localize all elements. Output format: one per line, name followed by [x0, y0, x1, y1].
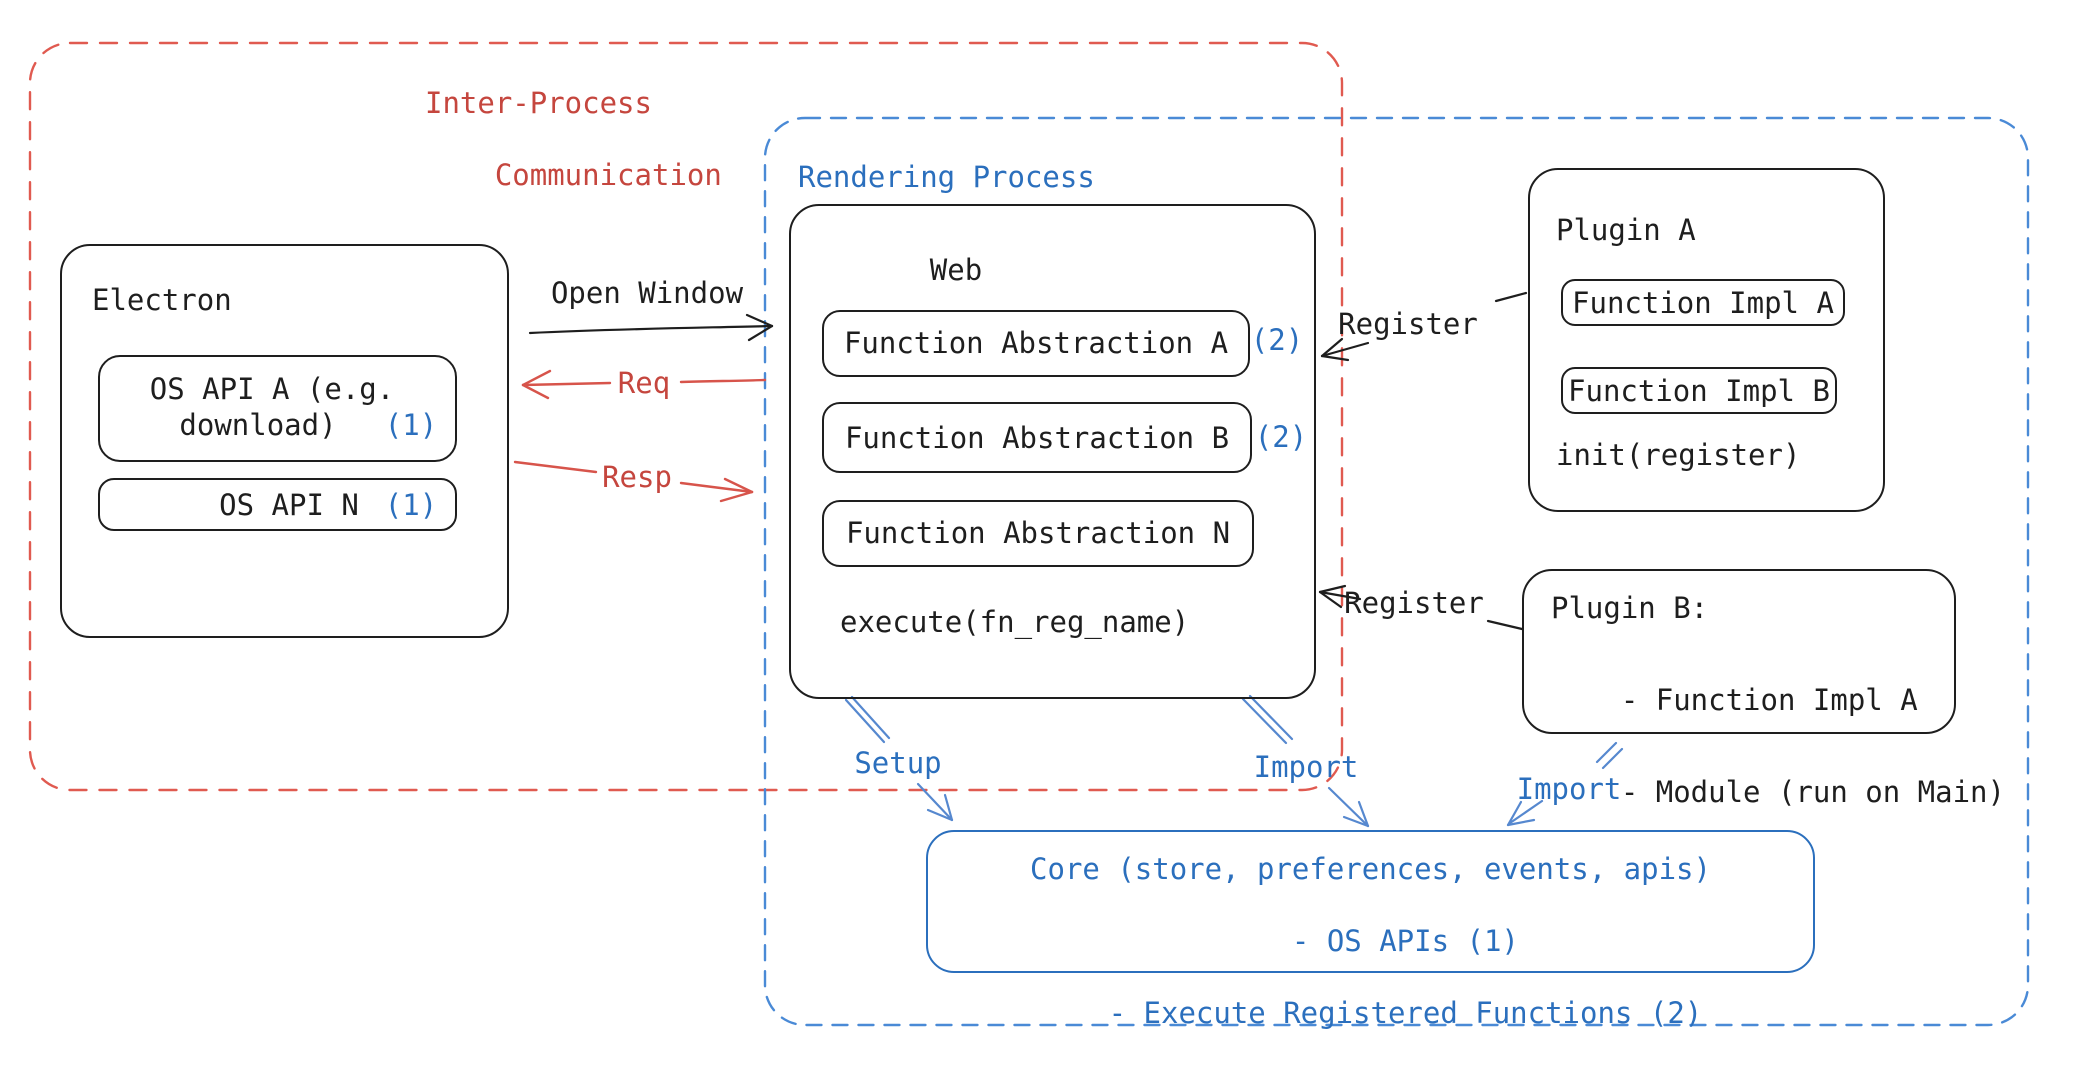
req-label: Req: [617, 366, 671, 400]
ipc-label: Inter-Process Communication: [425, 85, 722, 193]
os-api-n-box: [98, 478, 457, 531]
resp-arrow: [513, 460, 754, 503]
plugin-b-line3: - Module (run on Main): [1620, 775, 2005, 809]
os-api-a-badge: (1): [384, 408, 438, 442]
open-window-label: Open Window: [550, 276, 744, 310]
register-bottom-label: Register: [1344, 586, 1484, 620]
plugin-b-line1: Plugin B:: [1551, 591, 1709, 625]
function-abstraction-n-box: [822, 500, 1254, 567]
register-top-connector: [1320, 291, 1528, 362]
os-api-n-badge: (1): [384, 488, 438, 522]
setup-arrow: [844, 695, 954, 822]
web-box: [789, 204, 1316, 699]
open-window-arrow: [528, 313, 774, 342]
import-right-label: Import: [1516, 772, 1622, 806]
core-text: Core (store, preferences, events, apis) …: [926, 851, 1815, 1031]
function-abstraction-b-box: [822, 402, 1252, 473]
core-box: [926, 830, 1815, 973]
import-mid-arrow: [1241, 694, 1370, 828]
os-api-a-line1: OS API A (e.g.: [149, 372, 395, 406]
function-abstraction-b-label: Function Abstraction B: [844, 421, 1230, 455]
import-right-arrow: [1506, 741, 1624, 827]
function-abstraction-a-box: [822, 310, 1250, 377]
os-api-a-line2: download): [179, 408, 337, 442]
plugin-a-box: [1528, 168, 1885, 512]
register-bottom-connector: [1318, 584, 1524, 631]
ipc-label-line1: Inter-Process: [425, 86, 652, 120]
os-api-a-box: [98, 355, 457, 462]
function-abstraction-n-label: Function Abstraction N: [845, 516, 1231, 550]
init-register-label: init(register): [1556, 438, 1801, 472]
function-impl-b-label: Function Impl B: [1568, 374, 1830, 408]
function-abstraction-b-badge: (2): [1254, 420, 1308, 454]
execute-label: execute(fn_reg_name): [840, 605, 1190, 639]
plugin-a-title: Plugin A: [1556, 213, 1696, 247]
electron-title: Electron: [92, 283, 232, 317]
core-line1: Core (store, preferences, events, apis): [1030, 852, 1711, 886]
register-top-label: Register: [1338, 307, 1478, 341]
setup-label: Setup: [854, 746, 942, 780]
electron-box: [60, 244, 509, 638]
core-line3: - Execute Registered Functions (2): [1108, 996, 1703, 1030]
core-line2: - OS APIs (1): [1291, 924, 1519, 958]
function-abstraction-a-badge: (2): [1250, 323, 1304, 357]
function-abstraction-a-label: Function Abstraction A: [843, 326, 1229, 360]
plugin-b-line2: - Function Impl A: [1620, 683, 1918, 717]
import-mid-label: Import: [1253, 750, 1359, 784]
plugin-b-text: Plugin B: - Function Impl A - Module (ru…: [1551, 585, 2005, 815]
os-api-n-label: OS API N: [219, 488, 359, 522]
web-title: Web: [929, 253, 983, 287]
ipc-boundary-box: [28, 41, 1344, 792]
function-impl-b-box: [1561, 367, 1837, 414]
ipc-label-line2: Communication: [494, 158, 722, 192]
resp-label: Resp: [602, 460, 672, 494]
req-arrow: [521, 369, 767, 400]
rendering-process-label: Rendering Process: [798, 160, 1095, 194]
plugin-b-box: [1522, 569, 1956, 734]
function-impl-a-box: [1561, 279, 1845, 326]
function-impl-a-label: Function Impl A: [1572, 286, 1834, 320]
